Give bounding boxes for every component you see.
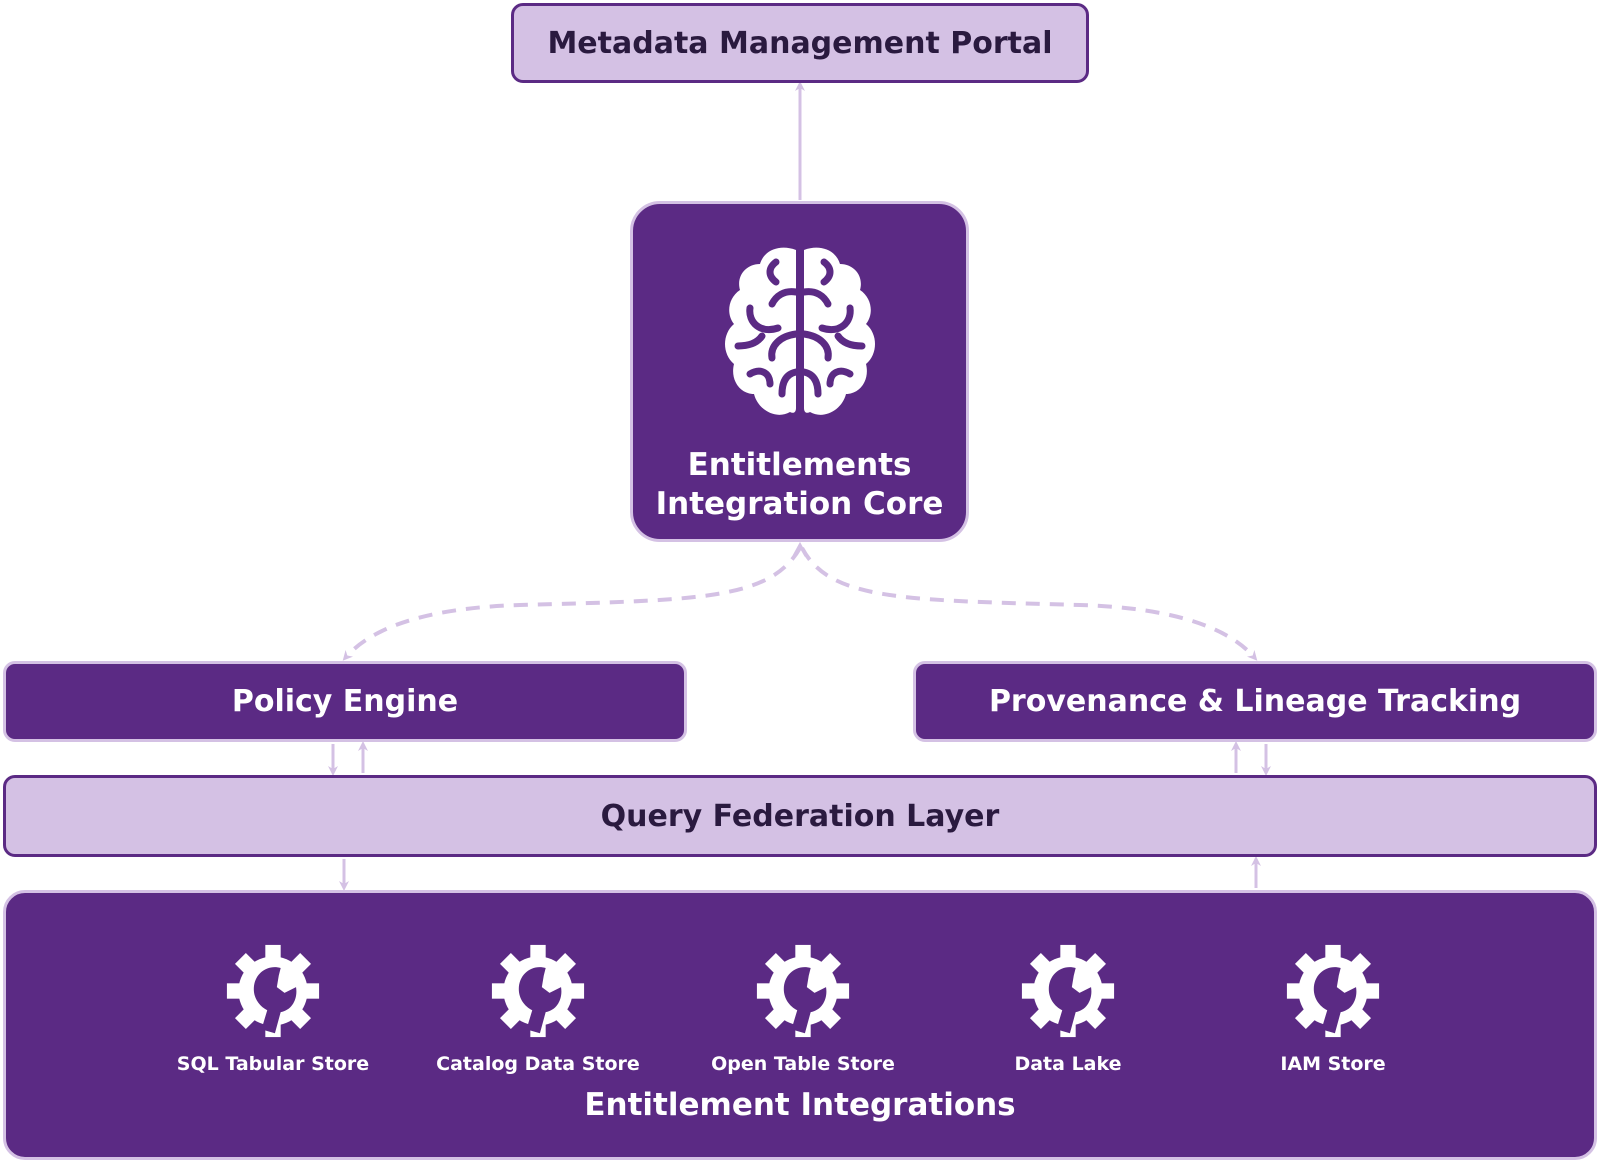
brain-icon	[724, 247, 875, 415]
entitlement-integrations: SQL Tabular Store Catalog Data Store Ope…	[3, 890, 1597, 1160]
core-title-line1: Entitlements	[687, 447, 912, 483]
portal-label: Metadata Management Portal	[547, 25, 1053, 61]
provenance-lineage-tracking: Provenance & Lineage Tracking	[913, 661, 1597, 742]
gear-wrench-icon	[226, 944, 320, 1038]
store-label: Data Lake	[1014, 1053, 1122, 1075]
gear-wrench-icon	[1286, 944, 1380, 1038]
gear-wrench-icon	[1021, 944, 1115, 1038]
core-arrowhead	[792, 541, 808, 557]
store-label: Open Table Store	[711, 1053, 895, 1075]
store-label: Catalog Data Store	[436, 1053, 640, 1075]
store-label: IAM Store	[1280, 1053, 1386, 1075]
provenance-label: Provenance & Lineage Tracking	[988, 684, 1522, 719]
core-title-line2: Integration Core	[655, 486, 944, 522]
query-federation-layer: Query Federation Layer	[3, 775, 1597, 857]
store-open-table: Open Table Store	[693, 943, 913, 1075]
gear-wrench-icon	[491, 944, 585, 1038]
store-list: SQL Tabular Store Catalog Data Store Ope…	[6, 943, 1594, 1093]
dashed-arrow-core-to-policy	[342, 546, 802, 661]
query-federation-label: Query Federation Layer	[600, 798, 1000, 834]
policy-engine-label: Policy Engine	[231, 684, 459, 719]
store-iam: IAM Store	[1223, 943, 1443, 1075]
store-catalog-data: Catalog Data Store	[428, 943, 648, 1075]
gear-wrench-icon	[756, 944, 850, 1038]
integrations-title: Entitlement Integrations	[584, 1087, 1016, 1123]
entitlements-integration-core: Entitlements Integration Core	[630, 201, 969, 542]
metadata-management-portal: Metadata Management Portal	[511, 3, 1089, 83]
store-data-lake: Data Lake	[958, 943, 1178, 1075]
policy-engine: Policy Engine	[3, 661, 687, 742]
store-sql-tabular: SQL Tabular Store	[163, 943, 383, 1075]
core-title: Entitlements Integration Core	[656, 446, 944, 524]
store-label: SQL Tabular Store	[176, 1053, 370, 1075]
dashed-arrow-core-to-provenance	[800, 547, 1258, 661]
